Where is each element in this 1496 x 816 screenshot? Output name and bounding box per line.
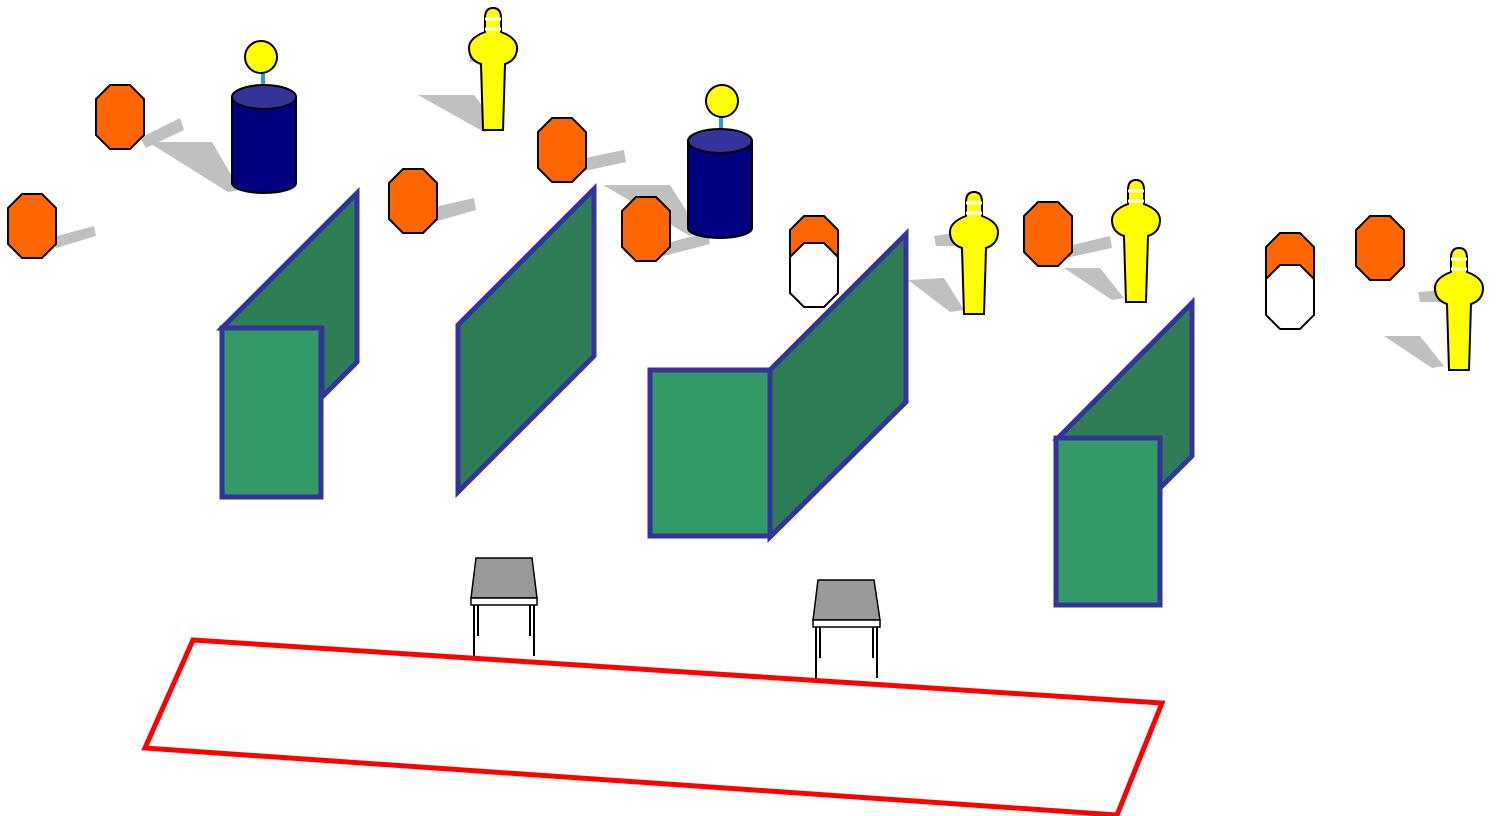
round-target-icon — [244, 40, 278, 74]
wall-1 — [215, 186, 360, 500]
no-shoot-target-icon — [1265, 264, 1315, 330]
table-left — [470, 557, 538, 656]
steel-target-icon — [621, 196, 671, 262]
barrel-with-target — [231, 40, 297, 194]
barrel-with-target — [687, 84, 753, 239]
steel-target-icon — [95, 84, 145, 150]
popper-target-icon — [1433, 246, 1485, 372]
steel-target-icon — [1023, 201, 1073, 267]
table-right — [812, 579, 881, 678]
barrel-icon — [231, 96, 297, 194]
steel-target-icon — [537, 117, 587, 183]
round-target-icon — [705, 84, 739, 118]
steel-target-icon — [388, 168, 438, 234]
steel-target-icon — [7, 193, 57, 259]
barrel-icon — [687, 140, 753, 239]
wall-3 — [647, 227, 909, 544]
shooting-box — [141, 637, 1166, 816]
wall-2 — [455, 182, 597, 499]
popper-target-icon — [948, 190, 1000, 316]
steel-target-icon — [1355, 215, 1405, 281]
popper-target-icon — [1110, 178, 1162, 304]
wall-4 — [1051, 296, 1195, 608]
no-shoot-target-icon — [789, 242, 839, 308]
